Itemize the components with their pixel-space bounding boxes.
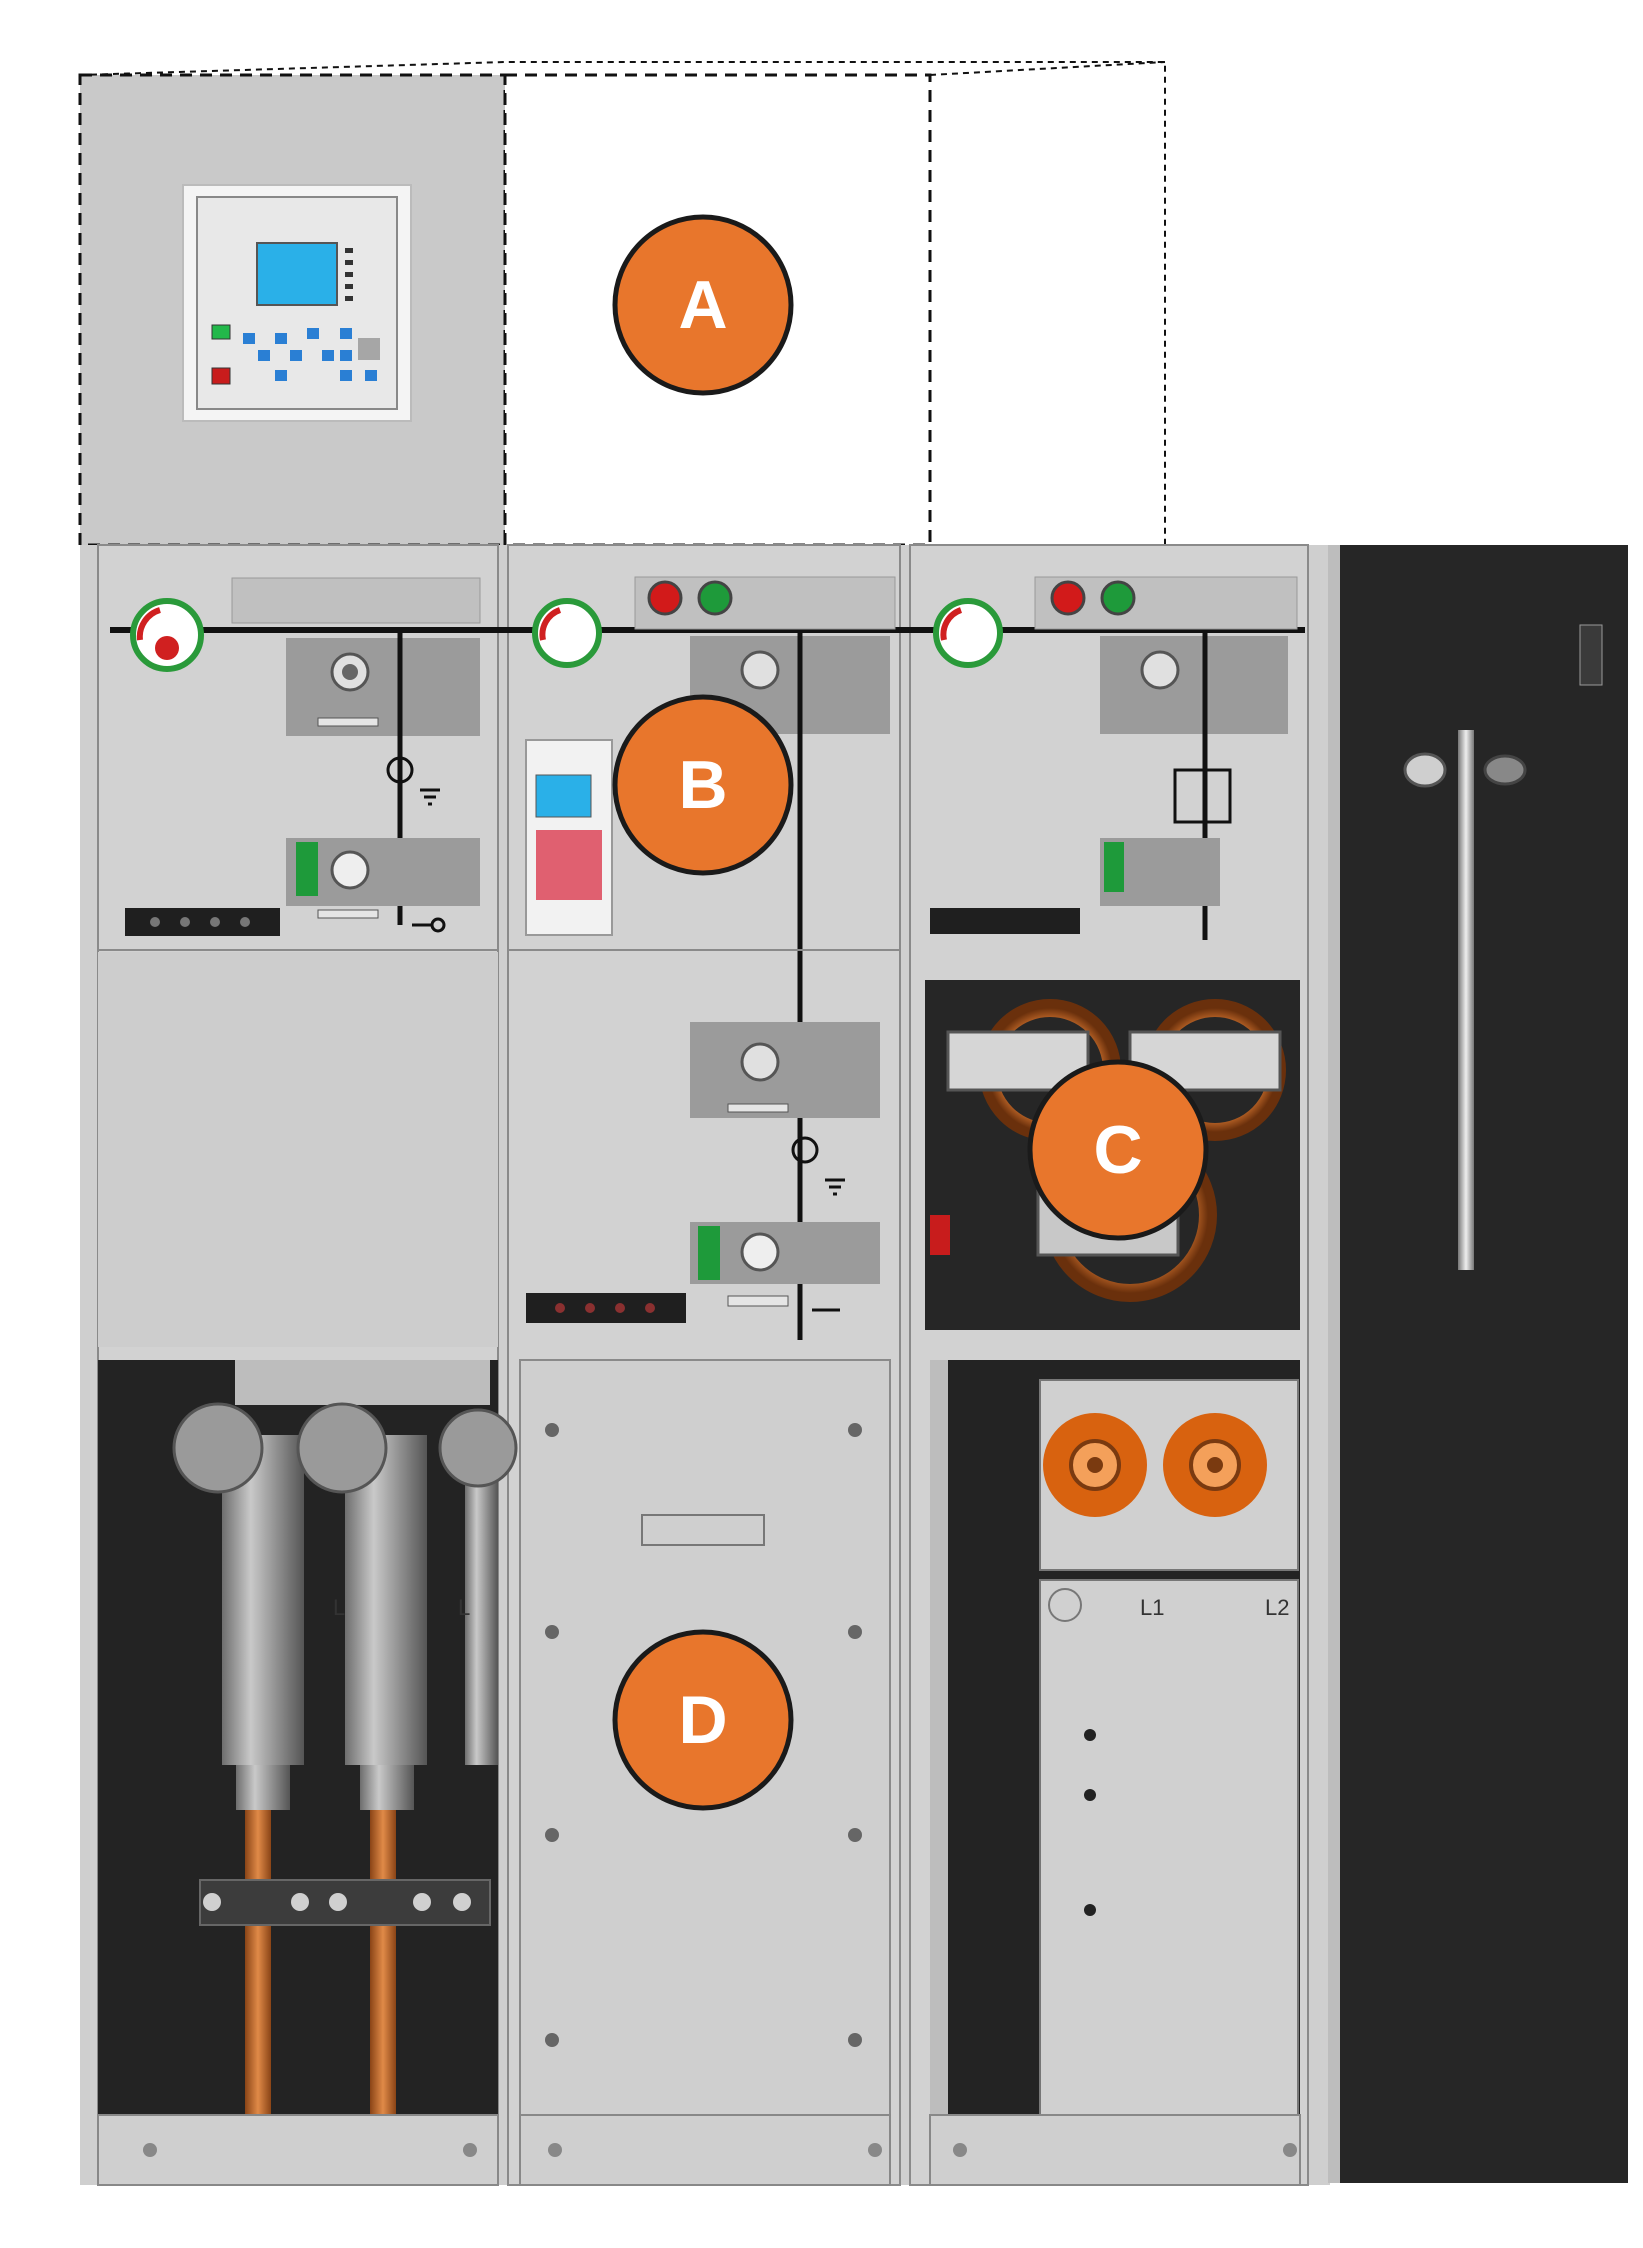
svg-text:B: B [678,747,727,823]
green-button [697,580,733,616]
relay-display [256,242,338,306]
phase-label: L1 [1140,1595,1164,1620]
bushing [1163,1413,1267,1517]
relay-red-button [211,367,231,385]
cable-termination [438,1408,518,1765]
bushing [1043,1413,1147,1517]
marker-c: C [1027,1059,1209,1241]
breaker-relay [525,739,613,936]
cable-compartment-right: L1 L2 [929,1360,1301,2186]
relay-keypad [243,328,377,381]
protection-relay [182,184,412,422]
svg-text:D: D [678,1682,727,1758]
operating-lever [1403,624,1603,1270]
pressure-gauge [933,598,1003,668]
red-button [1050,580,1086,616]
phase-label: L [458,1595,470,1620]
cable-compartment-left: L L [97,1360,518,2186]
cable-termination [172,1402,304,2115]
end-side-panel [1328,545,1628,2183]
relay-green-button [211,324,231,340]
marker-b: B [612,694,794,876]
phase-label: L [333,1595,345,1620]
breaker-panel [508,576,900,1340]
green-button [1100,580,1136,616]
metering-panel [925,576,1300,1330]
marker-a: A [612,214,794,396]
pressure-gauge [532,598,602,668]
svg-text:C: C [1093,1112,1142,1188]
earth-symbol [386,756,440,806]
red-button [647,580,683,616]
cable-termination [296,1402,427,2115]
pressure-gauge [130,598,204,672]
svg-text:A: A [678,267,727,343]
phase-label: L2 [1265,1595,1289,1620]
cable-panel-upper [98,577,498,1347]
relay-led-column [345,248,353,301]
marker-d: D [612,1629,794,1811]
